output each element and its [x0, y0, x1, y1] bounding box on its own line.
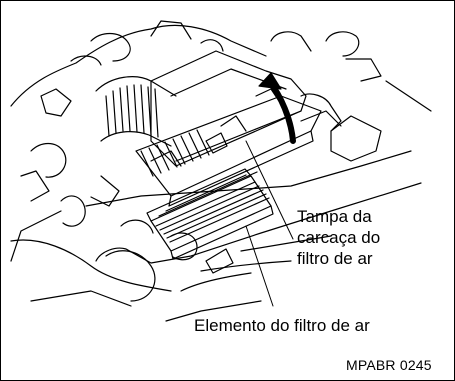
filter-case-cover [135, 93, 342, 207]
cover-callout-line-2: carcaça do [297, 228, 381, 247]
element-callout: Elemento do filtro de ar [194, 316, 370, 335]
filter-element [146, 168, 274, 260]
engine-bay-outline [10, 20, 432, 322]
lower-case [85, 150, 422, 292]
figure-code: MPABR 0245 [346, 357, 432, 373]
cover-callout-line-3: filtro de ar [297, 249, 373, 268]
cover-callout-line-1: Tampa da [297, 207, 372, 226]
intake-duct [95, 76, 177, 147]
cover-callout: Tampa da carcaça do filtro de ar [297, 206, 380, 269]
